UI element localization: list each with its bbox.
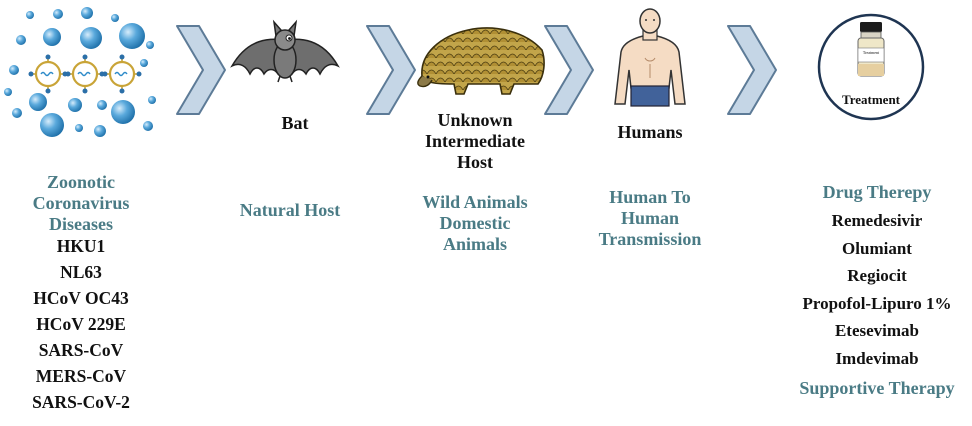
intermediate-line-1: Unknown [400,110,550,131]
natural-host-label: Natural Host [210,200,370,221]
drug-item: Imdevimab [782,345,972,373]
intermediate-line-2: Intermediate [400,131,550,152]
drug-item: Regiocit [782,262,972,290]
virus-item: HCoV 229E [0,311,162,337]
flow-arrow-2 [367,26,417,114]
flow-arrow-3 [545,26,595,114]
drug-therapy-title: Drug Therepy [782,182,972,203]
zoonotic-title-line-2: Coronavirus [0,193,162,214]
virus-item: SARS-CoV [0,337,162,363]
intermediate-host-label: Unknown Intermediate Host [400,110,550,173]
virus-list: HKU1 NL63 HCoV OC43 HCoV 229E SARS-CoV M… [0,233,162,415]
virus-item: SARS-CoV-2 [0,389,162,415]
virus-item: HCoV OC43 [0,285,162,311]
zoonotic-title-line-3: Diseases [0,214,162,235]
zoonotic-title-line-1: Zoonotic [0,172,162,193]
pangolin-icon [418,18,548,108]
zoonotic-title: Zoonotic Coronavirus Diseases [0,172,162,235]
animal-type-line-3: Animals [400,234,550,255]
bat-label: Bat [250,113,340,134]
virus-item: NL63 [0,259,162,285]
bat-icon [230,18,340,108]
drug-item: Etesevimab [782,317,972,345]
human-transmission: Human To Human Transmission [575,187,725,250]
animal-type-line-1: Wild Animals [400,192,550,213]
transmission-line-1: Human To [575,187,725,208]
human-icon [605,8,695,108]
intermediate-line-3: Host [400,152,550,173]
drug-item: Olumiant [782,235,972,263]
flow-arrow-1 [177,26,227,114]
humans-label: Humans [585,122,715,143]
animal-type-line-2: Domestic [400,213,550,234]
drug-list: Remedesivir Olumiant Regiocit Propofol-L… [782,207,972,372]
drug-item: Propofol-Lipuro 1% [782,290,972,318]
flow-arrow-4 [728,26,778,114]
drug-item: Remedesivir [782,207,972,235]
transmission-line-3: Transmission [575,229,725,250]
virus-item: HKU1 [0,233,162,259]
bottle-label: Treatment [855,50,887,55]
transmission-line-2: Human [575,208,725,229]
supportive-therapy: Supportive Therapy [782,378,972,399]
virus-item: MERS-CoV [0,363,162,389]
treatment-label: Treatment [830,92,912,108]
animal-types: Wild Animals Domestic Animals [400,192,550,255]
